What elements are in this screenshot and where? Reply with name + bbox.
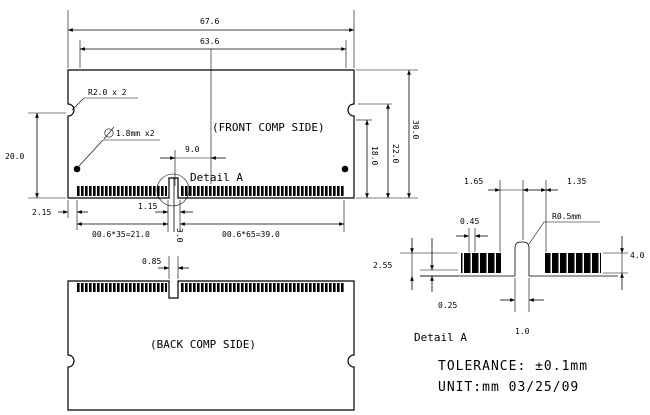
detail-a-callout: Detail A: [190, 171, 243, 184]
hole-callout: 1.8mm x2: [78, 126, 160, 167]
tolerance-note: TOLERANCE: ±0.1mm: [438, 359, 588, 374]
detail-255-text: 2.55: [373, 261, 392, 270]
dim-left-edge: 2.15: [32, 200, 88, 230]
detail-40-text: 4.0: [630, 251, 645, 260]
back-key-text: 0.85: [142, 257, 161, 266]
detail-a-title: Detail A: [414, 331, 467, 344]
height-text: 30.0: [411, 120, 420, 139]
corner-radius-callout: R2.0 x 2: [71, 88, 138, 111]
notch-radius-text: R0.5mm: [552, 212, 581, 221]
detail-165-text: 1.65: [464, 177, 483, 186]
detail-a-outline: [420, 241, 618, 277]
overall-width-text: 67.6: [200, 17, 219, 26]
key-offset-text: 9.0: [185, 145, 200, 154]
back-module: (BACK COMP SIDE): [67, 280, 355, 411]
left-edge-text: 2.15: [32, 208, 51, 217]
pad-width-text: 0.45: [460, 217, 479, 226]
detail-pads-left: [461, 253, 501, 273]
pitch-left-text: 00.6*35=21.0: [92, 230, 150, 239]
back-pins-left: [77, 283, 167, 292]
key-depth-text: 3.0: [175, 228, 184, 243]
dim-back-key: 0.85: [142, 256, 189, 279]
dim-key-depth: 3.0: [173, 178, 184, 243]
mounting-hole-left: [73, 165, 81, 173]
hole-diameter-text: 1.8mm x2: [116, 129, 155, 138]
inner-width-text: 63.6: [200, 37, 219, 46]
back-side-label: (BACK COMP SIDE): [150, 338, 256, 351]
pitch-right-text: 00.6*65=39.0: [222, 230, 280, 239]
mid-height-text: 18.0: [370, 146, 379, 165]
detail-a: 1.65 1.35 0.45 R0.5mm 4.0 2.55 0.25: [373, 177, 645, 344]
key-width-text: 1.15: [138, 202, 157, 211]
back-pins-right: [181, 283, 344, 292]
back-module-outline: [67, 280, 355, 411]
detail-pads-right: [545, 253, 601, 273]
dim-key-offset: 9.0: [160, 145, 226, 186]
front-pins-left: [77, 186, 167, 196]
unit-note: UNIT:mm 03/25/09: [438, 380, 579, 395]
front-side-label: (FRONT COMP SIDE): [212, 121, 325, 134]
corner-radius-text: R2.0 x 2: [88, 88, 127, 97]
dim-key-width: 1.15: [138, 200, 193, 232]
left-height-text: 20.0: [5, 152, 24, 161]
detail-10-text: 1.0: [515, 327, 530, 336]
right-height-text: 22.0: [391, 144, 400, 163]
dim-pitch: 00.6*35=21.0 00.6*65=39.0: [77, 200, 345, 239]
detail-135-text: 1.35: [567, 177, 586, 186]
dim-left-height: 20.0: [5, 112, 66, 199]
detail-025-text: 0.25: [438, 301, 457, 310]
dim-overall-width: 67.6: [67, 10, 355, 68]
mounting-hole-right: [341, 165, 349, 173]
dim-inner-width: 63.6: [79, 37, 347, 68]
detail-a-callout-circle: [156, 173, 190, 207]
dim-right-heights: 18.0 22.0 30.0: [356, 69, 420, 199]
front-pins-right: [181, 186, 344, 196]
